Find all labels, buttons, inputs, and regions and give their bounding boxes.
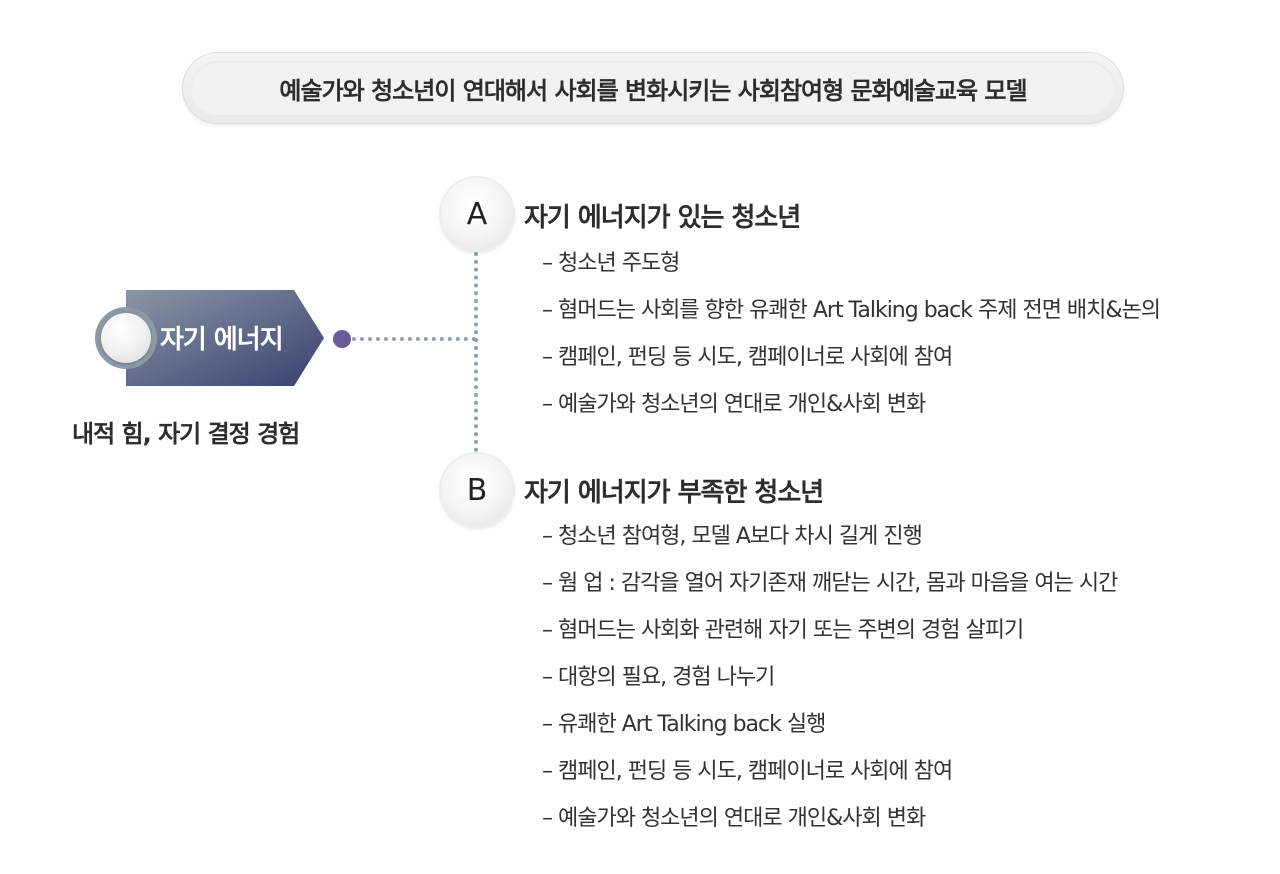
list-item: – 예술가와 청소년의 연대로 개인&사회 변화 xyxy=(542,806,926,831)
connector-dot xyxy=(333,330,351,348)
dotted-connector-vertical xyxy=(474,252,478,452)
model-a-badge: A xyxy=(441,178,513,250)
energy-arrow-polygon xyxy=(126,290,324,386)
model-b-list: – 청소년 참여형, 모델 A보다 차시 길게 진행 – 웜 업 : 감각을 열… xyxy=(542,521,1118,850)
model-b-heading: 자기 에너지가 부족한 청소년 xyxy=(524,478,824,508)
title-pill-inner xyxy=(191,61,1115,115)
energy-ball-icon xyxy=(101,313,151,363)
model-b-badge: B xyxy=(441,454,513,526)
list-item: – 예술가와 청소년의 연대로 개인&사회 변화 xyxy=(542,392,926,417)
list-item: – 유쾌한 Art Talking back 실행 xyxy=(542,712,826,737)
list-item: – 웜 업 : 감각을 열어 자기존재 깨닫는 시간, 몸과 마음을 여는 시간 xyxy=(542,571,1118,596)
list-item: – 캠페인, 펀딩 등 시도, 캠페이너로 사회에 참여 xyxy=(542,759,953,784)
model-a-heading: 자기 에너지가 있는 청소년 xyxy=(524,203,801,233)
model-a-letter: A xyxy=(466,196,488,232)
list-item: – 청소년 참여형, 모델 A보다 차시 길게 진행 xyxy=(542,524,923,549)
energy-arrow-svg xyxy=(126,290,324,386)
dotted-connector-horizontal xyxy=(352,337,476,341)
list-item: – 혐머드는 사회화 관련해 자기 또는 주변의 경험 살피기 xyxy=(542,618,1024,643)
energy-arrow-shape xyxy=(126,290,324,386)
title-pill: 예술가와 청소년이 연대해서 사회를 변화시키는 사회참여형 문화예술교육 모델 xyxy=(183,53,1123,123)
energy-label: 자기 에너지 xyxy=(160,325,284,355)
list-item: – 캠페인, 펀딩 등 시도, 캠페이너로 사회에 참여 xyxy=(542,345,953,370)
model-b-letter: B xyxy=(466,472,488,508)
diagram-title: 예술가와 청소년이 연대해서 사회를 변화시키는 사회참여형 문화예술교육 모델 xyxy=(279,76,1027,105)
list-item: – 혐머드는 사회를 향한 유쾌한 Art Talking back 주제 전면… xyxy=(542,298,1161,323)
list-item: – 대항의 필요, 경험 나누기 xyxy=(542,665,775,690)
energy-caption: 내적 힘, 자기 결정 경험 xyxy=(72,420,300,448)
list-item: – 청소년 주도형 xyxy=(542,251,680,276)
model-a-list: – 청소년 주도형 – 혐머드는 사회를 향한 유쾌한 Art Talking … xyxy=(542,248,1161,436)
